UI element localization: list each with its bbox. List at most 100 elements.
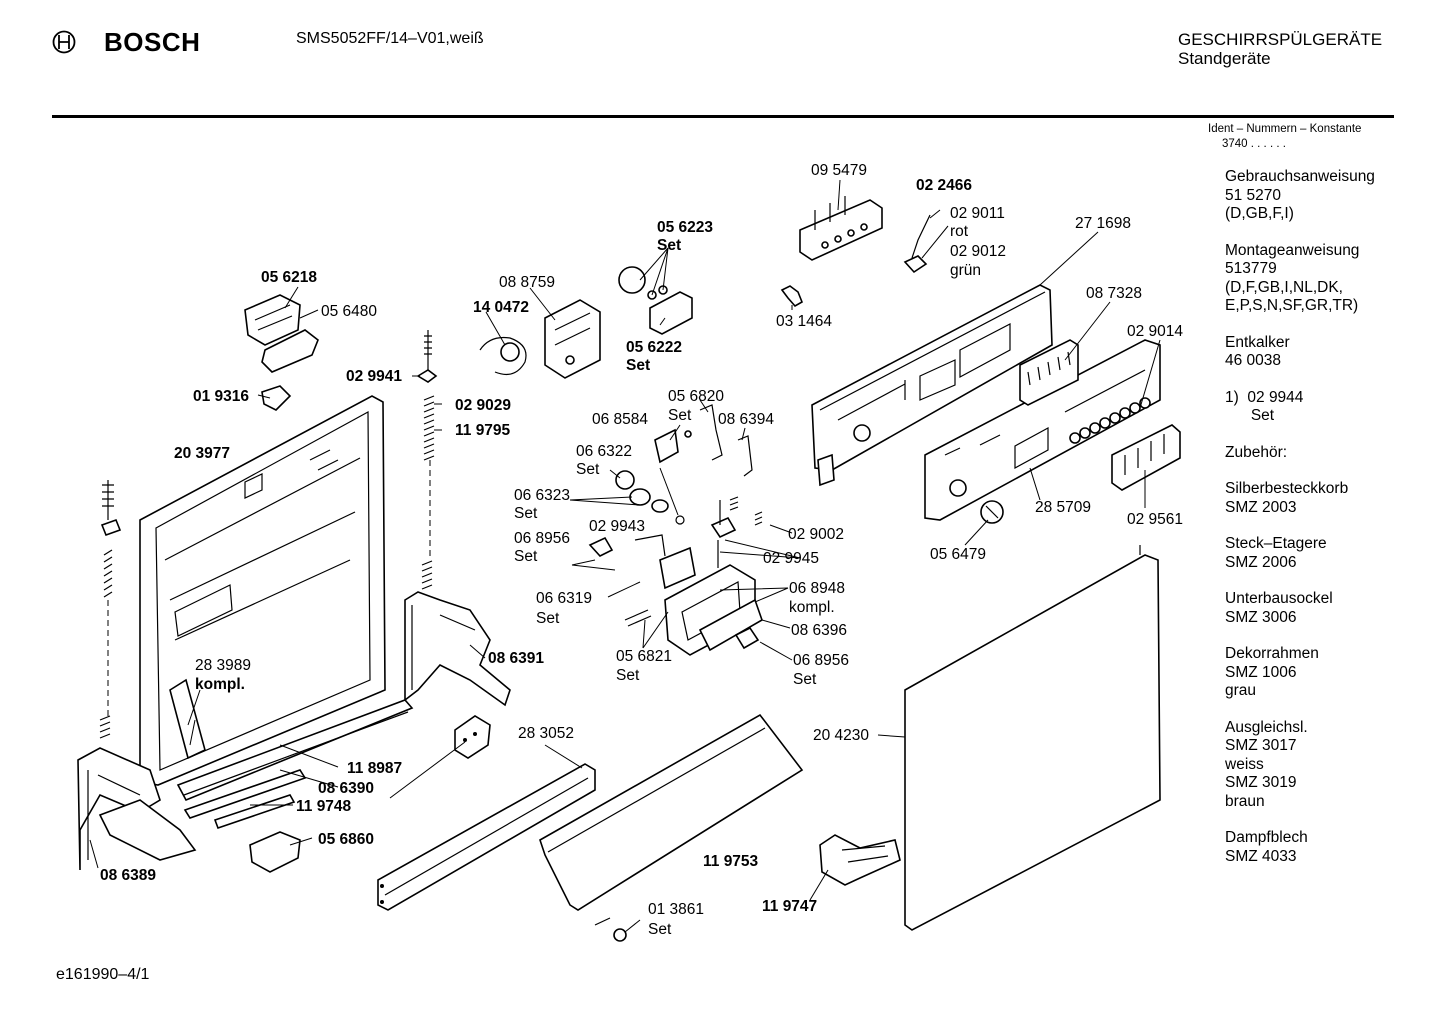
- label-066322-set: Set: [576, 461, 600, 478]
- label-283989: 28 3989: [195, 657, 251, 674]
- screw-031464: [780, 285, 804, 308]
- label-031464: 03 1464: [776, 313, 832, 330]
- label-066319-set: Set: [536, 610, 560, 627]
- label-029941: 02 9941: [346, 368, 402, 385]
- label-119748: 11 9748: [296, 798, 352, 815]
- label-056223-set: Set: [657, 237, 681, 254]
- label-086391: 08 6391: [488, 650, 544, 667]
- note-manual: Gebrauchsanweisung 51 5270 (D,GB,F,I): [1225, 168, 1375, 222]
- label-056820: 05 6820: [668, 388, 724, 405]
- door-trim-strips: [169, 678, 414, 830]
- label-285709: 28 5709: [1035, 499, 1091, 516]
- label-056218: 05 6218: [261, 269, 317, 286]
- ident-block: Ident – Nummern – Konstante 3740 . . . .…: [1208, 122, 1361, 152]
- label-029011-color: rot: [950, 223, 969, 240]
- knob-056479: [980, 500, 1004, 524]
- accessory-list: Gebrauchsanweisung 51 5270 (D,GB,F,I) Mo…: [1225, 168, 1435, 884]
- buttons-029014: [1069, 397, 1151, 444]
- label-203977: 20 3977: [174, 445, 230, 462]
- label-056222: 05 6222: [626, 339, 682, 356]
- label-068584: 06 8584: [592, 411, 648, 428]
- door-stop-block-top: [454, 715, 491, 759]
- label-019316: 01 9316: [193, 388, 249, 405]
- door-stop-block-056860: [249, 831, 301, 873]
- label-056480: 05 6480: [321, 303, 377, 320]
- label-029011: 02 9011: [950, 205, 1005, 222]
- note-accessories-heading: Zubehör:: [1225, 443, 1288, 461]
- label-086394: 08 6394: [718, 411, 774, 428]
- label-095479: 09 5479: [811, 162, 867, 179]
- label-056821: 05 6821: [616, 648, 672, 665]
- hinge-springs: [99, 330, 438, 739]
- timer-088759: [544, 299, 601, 379]
- label-283052: 28 3052: [518, 725, 574, 742]
- label-056821-set: Set: [616, 667, 640, 684]
- label-140472: 14 0472: [473, 299, 529, 316]
- label-119747: 11 9747: [762, 898, 817, 915]
- note-steam-plate: Dampfblech SMZ 4033: [1225, 829, 1308, 865]
- label-204230: 20 4230: [813, 727, 869, 744]
- label-086389: 08 6389: [100, 867, 156, 884]
- label-086390: 08 6390: [318, 780, 374, 797]
- button-caps-029561: [1111, 424, 1181, 491]
- note-installation: Montageanweisung 513779 (D,F,GB,I,NL,DK,…: [1225, 241, 1360, 315]
- switch-block-087328: [1019, 339, 1079, 406]
- label-068956-set: Set: [514, 548, 538, 565]
- label-056820-set: Set: [668, 407, 692, 424]
- category-title: GESCHIRRSPÜLGERÄTE: [1178, 30, 1383, 49]
- label-056479: 05 6479: [930, 546, 986, 563]
- label-056223: 05 6223: [657, 219, 713, 236]
- label-029561: 02 9561: [1127, 511, 1183, 528]
- note-compensation: Ausgleichsl. SMZ 3017 weiss SMZ 3019 bra…: [1225, 718, 1308, 810]
- label-029029: 02 9029: [455, 397, 511, 414]
- timer-knob-140472: [479, 336, 527, 375]
- label-022466: 02 2466: [916, 177, 972, 194]
- kick-plate-119753: [539, 713, 804, 911]
- screws-013861: [594, 917, 627, 942]
- label-066319: 06 6319: [536, 590, 592, 607]
- header-divider: [52, 115, 1394, 118]
- ident-label: Ident – Nummern – Konstante: [1208, 123, 1362, 135]
- bracket-119747: [819, 834, 901, 886]
- fascia-285709: [924, 339, 1161, 521]
- label-029945: 02 9945: [763, 550, 819, 567]
- appliance-category: GESCHIRRSPÜLGERÄTE Standgeräte: [1178, 30, 1382, 68]
- control-panel-271698: [811, 284, 1053, 487]
- label-088759: 08 8759: [499, 274, 555, 291]
- label-068948: 06 8948: [789, 580, 845, 597]
- note-footnote: 1) 02 9944 Set: [1225, 388, 1304, 425]
- label-056222-set: Set: [626, 357, 650, 374]
- drawing-number: e161990–4/1: [56, 966, 150, 983]
- label-119753: 11 9753: [703, 853, 759, 870]
- label-283989-kompl: kompl.: [195, 676, 245, 693]
- label-068956-b-set: Set: [793, 671, 817, 688]
- switch-056222: [649, 291, 693, 335]
- label-029012: 02 9012: [950, 243, 1006, 260]
- bosch-armature-logo: [52, 30, 76, 54]
- label-029012-color: grün: [950, 262, 981, 279]
- label-013861: 01 3861: [648, 901, 704, 918]
- note-base: Unterbausockel SMZ 3006: [1225, 590, 1333, 626]
- top-latch-bracket: [244, 294, 319, 373]
- note-cutlery-basket: Silberbesteckkorb SMZ 2003: [1225, 480, 1349, 516]
- indicator-lamp-022466: [903, 214, 931, 274]
- note-decor-frame: Dekorrahmen SMZ 1006 grau: [1225, 645, 1319, 699]
- label-066323: 06 6323: [514, 487, 570, 504]
- label-068956-b: 06 8956: [793, 652, 849, 669]
- label-029014: 02 9014: [1127, 323, 1183, 340]
- ident-value: 3740 . . . . . .: [1222, 138, 1286, 150]
- label-029943: 02 9943: [589, 518, 645, 535]
- part-labels: 05 6218 05 6480 01 9316 20 3977 02 9941 …: [100, 162, 1183, 938]
- model-number: SMS5052FF/14–V01,weiß: [296, 30, 484, 47]
- label-066323-set: Set: [514, 505, 538, 522]
- label-271698: 27 1698: [1075, 215, 1131, 232]
- label-118987: 11 8987: [347, 760, 402, 777]
- label-119795: 11 9795: [455, 422, 511, 439]
- outer-door-panel-204230: [904, 545, 1161, 931]
- label-029002: 02 9002: [788, 526, 844, 543]
- hinge-right: [404, 591, 511, 707]
- category-subtitle: Standgeräte: [1178, 49, 1271, 68]
- terminal-strip-095479: [799, 196, 883, 261]
- brand-name: BOSCH: [104, 27, 201, 57]
